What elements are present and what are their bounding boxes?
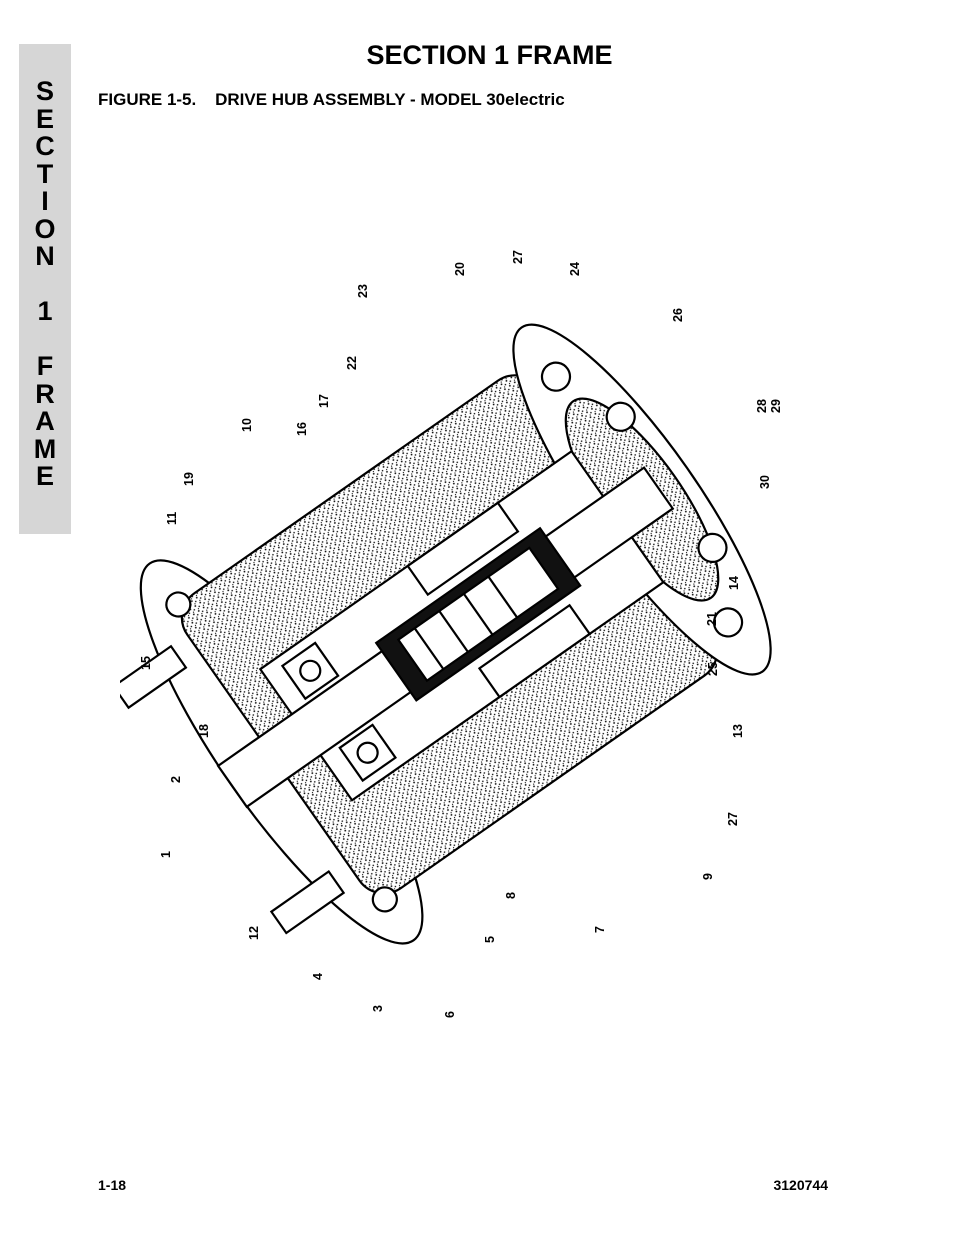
callout-label: 7 <box>593 926 607 933</box>
callout-label: 30 <box>758 475 772 489</box>
section-side-tab: S E C T I O N 1 F R A M E <box>19 44 71 534</box>
side-tab-letter: S <box>35 76 54 106</box>
callout-label: 11 <box>165 511 179 525</box>
callout-label: 17 <box>317 394 331 408</box>
side-tab-letters: S E C T I O N 1 F R A M E <box>19 78 71 491</box>
side-tab-letter: I <box>41 186 49 216</box>
callout-label: 2 <box>169 776 183 783</box>
callout-label: 1 <box>159 851 173 858</box>
side-tab-letter: E <box>35 103 54 134</box>
callout-label: 9 <box>701 873 715 880</box>
document-number: 3120744 <box>773 1177 828 1193</box>
callout-label: 4 <box>311 973 325 980</box>
side-tab-letter: 1 <box>37 296 53 326</box>
callout-label: 19 <box>182 472 196 486</box>
callout-label: 27 <box>726 812 740 826</box>
callout-label: 12 <box>247 926 261 940</box>
page-number: 1-18 <box>98 1177 127 1193</box>
callout-label: 27 <box>511 250 525 264</box>
side-tab-letter <box>19 271 71 299</box>
callout-label: 10 <box>240 418 254 432</box>
callout-label: 3 <box>371 1005 385 1012</box>
callout-label: 5 <box>483 936 497 943</box>
callout-label: 15 <box>139 656 153 670</box>
side-tab-letter: T <box>36 158 54 189</box>
callout-label: 21 <box>705 612 719 626</box>
side-tab-letter: R <box>35 378 55 409</box>
side-tab-letter: M <box>33 433 57 464</box>
side-tab-letter: E <box>35 461 54 491</box>
side-tab-letter: F <box>36 351 54 381</box>
callout-label: 6 <box>443 1011 457 1018</box>
side-tab-letter: C <box>35 131 55 161</box>
callout-label: 14 <box>727 576 741 590</box>
figure-title: FIGURE 1-5. DRIVE HUB ASSEMBLY - MODEL 3… <box>98 90 565 109</box>
side-tab-letter: N <box>35 241 55 271</box>
callout-label: 24 <box>568 262 582 276</box>
callout-label: 22 <box>345 356 359 370</box>
callout-label: 29 <box>769 399 783 413</box>
callout-label: 20 <box>453 262 467 276</box>
callout-label: 23 <box>356 284 370 298</box>
callout-label: 26 <box>671 308 685 322</box>
callout-label: 8 <box>504 892 518 899</box>
callout-label: 16 <box>295 422 309 436</box>
side-tab-letter: A <box>35 406 55 436</box>
callout-label: 13 <box>731 724 745 738</box>
callout-label: 28 <box>755 399 769 413</box>
callout-label: 18 <box>197 724 211 738</box>
side-tab-letter: O <box>34 213 56 244</box>
callout-label: 25 <box>706 662 720 676</box>
section-title: SECTION 1 FRAME <box>366 40 613 70</box>
side-tab-letter <box>19 326 71 354</box>
drive-hub-illustration <box>120 323 772 945</box>
